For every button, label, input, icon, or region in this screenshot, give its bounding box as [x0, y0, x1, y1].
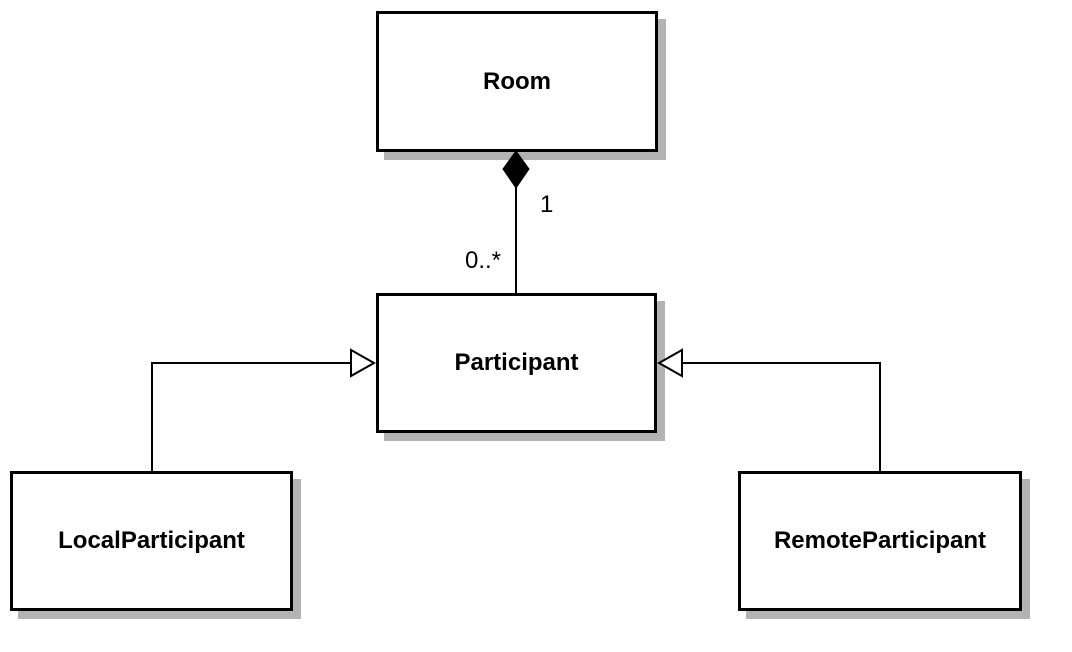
class-name-local-participant: LocalParticipant [58, 527, 245, 554]
class-name-room: Room [483, 67, 551, 95]
multiplicity-label-participant-end: 0..* [465, 247, 502, 274]
class-box-remote-participant: RemoteParticipant [738, 471, 1022, 611]
multiplicity-label-room-end: 1 [540, 191, 554, 218]
class-box-room: Room [376, 11, 658, 152]
composition-diamond-icon [502, 150, 530, 189]
inheritance-triangle-icon-left [350, 348, 377, 378]
class-name-participant: Participant [454, 349, 579, 376]
class-box-participant: Participant [376, 293, 657, 433]
inheritance-line-remote [682, 362, 881, 471]
inheritance-line-local [151, 362, 351, 471]
class-name-remote-participant: RemoteParticipant [773, 527, 987, 554]
class-box-local-participant: LocalParticipant [10, 471, 293, 611]
inheritance-triangle-icon-right [656, 348, 683, 378]
